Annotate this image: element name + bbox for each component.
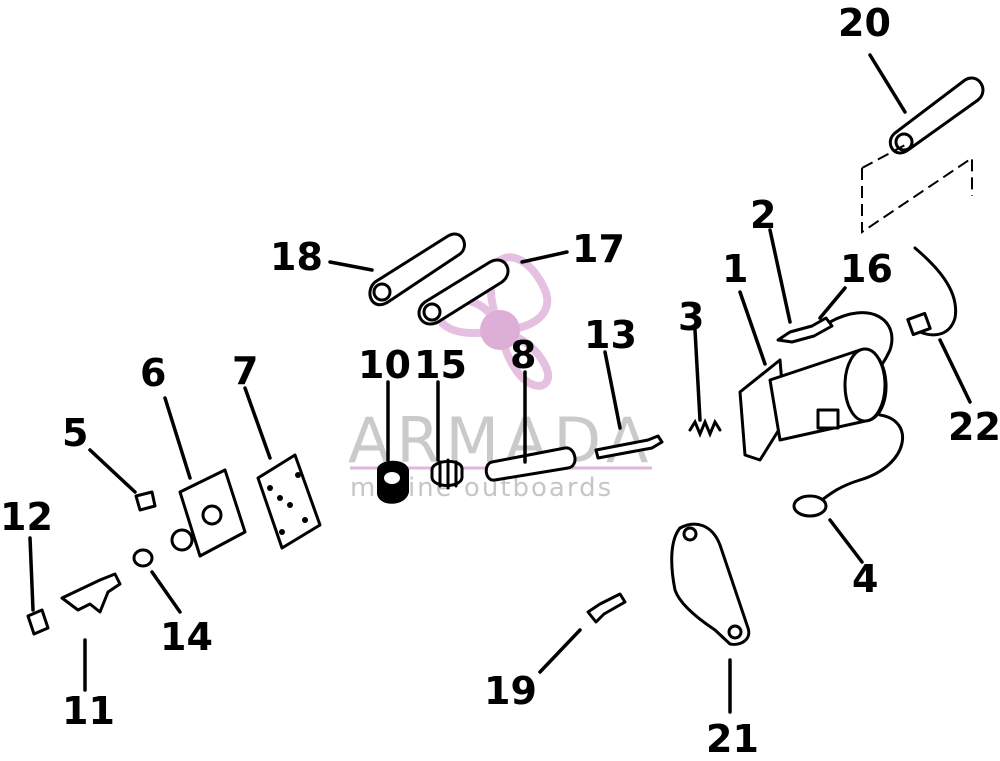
part-21-roller: [888, 76, 985, 155]
dashed-link-box: [861, 144, 973, 234]
callout-15: 15: [414, 343, 467, 387]
callout-14: 13: [584, 313, 637, 357]
part-14-rod: [594, 434, 664, 460]
callout-6: 6: [140, 351, 166, 395]
callout-22: 22: [948, 405, 1000, 449]
part-12-cap: [26, 608, 50, 636]
propeller-icon: [434, 253, 552, 390]
callout-4: 4: [852, 557, 878, 601]
part-7-gasket: [256, 453, 322, 550]
callout-19: 19: [484, 669, 537, 713]
part-1-solenoid: [738, 347, 888, 462]
part-20-clamp: [670, 522, 751, 646]
part-3-spring: [688, 418, 722, 438]
part-17-roller: [417, 258, 510, 326]
part-13-oring: [132, 548, 154, 568]
part-19-screw: [586, 592, 627, 624]
callout-12: 12: [0, 495, 53, 539]
part-11-fitting: [60, 572, 122, 614]
callout-2: 2: [750, 193, 776, 237]
callout-8: 8: [510, 333, 536, 377]
callout-20: 21: [706, 717, 759, 761]
part-15-spring: [430, 458, 464, 490]
leader-lines: [28, 53, 972, 714]
callout-10: 10: [358, 343, 411, 387]
callout-17: 17: [572, 227, 625, 271]
part-10-nut: [377, 460, 409, 504]
callout-7: 7: [232, 349, 258, 393]
part-4-wire: [792, 413, 905, 518]
callout-18: 18: [270, 235, 323, 279]
callout-21: 20: [838, 1, 891, 45]
callout-11: 11: [62, 689, 115, 733]
callout-3: 3: [678, 295, 704, 339]
part-5-screw: [134, 490, 157, 512]
callout-13: 14: [160, 615, 213, 659]
part-18-roller: [368, 232, 466, 306]
callout-16: 16: [840, 247, 893, 291]
callout-5: 5: [62, 411, 88, 455]
callout-1: 1: [722, 247, 748, 291]
part-8-plunger: [484, 446, 577, 482]
part-22-clip: [906, 246, 958, 337]
part-6-cover: [170, 468, 247, 558]
